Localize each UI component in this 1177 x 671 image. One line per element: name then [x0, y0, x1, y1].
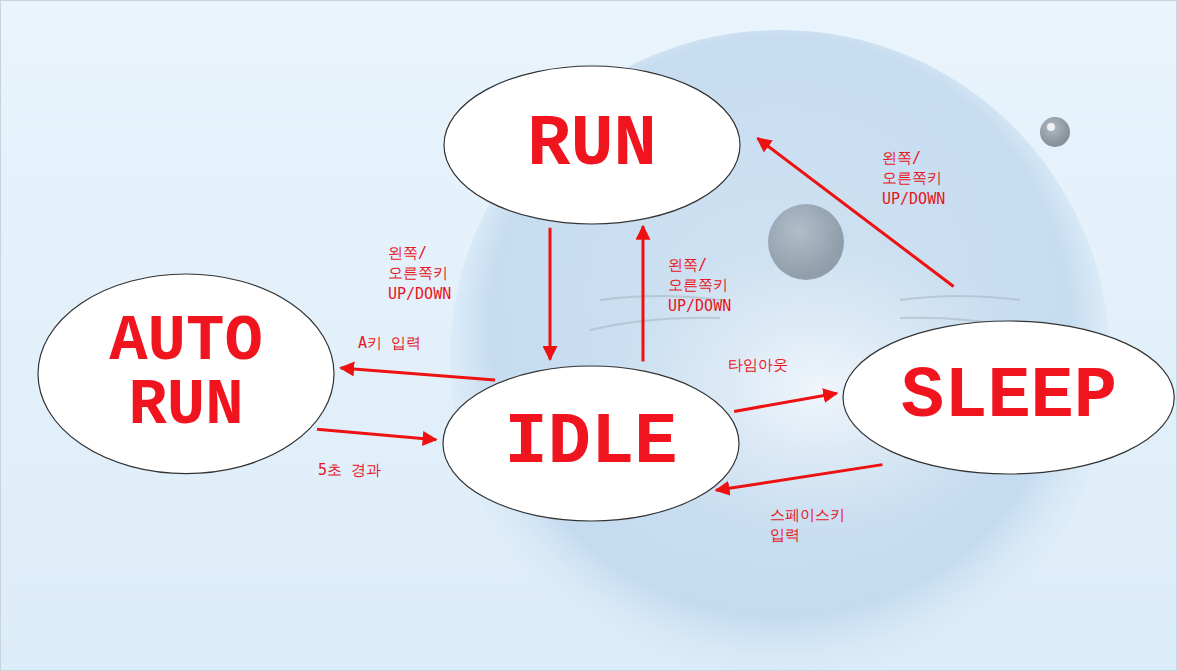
transition-arrow — [549, 228, 552, 360]
transition-label: 왼쪽/오른쪽키 UP/DOWN — [668, 255, 731, 316]
state-name: RUN — [527, 109, 657, 181]
state-name: SLEEP — [901, 361, 1117, 433]
state-name: IDLE — [505, 407, 678, 479]
state-name: AUTO RUN — [109, 310, 263, 438]
state-ellipse: SLEEP — [842, 320, 1175, 475]
transition-arrow — [758, 138, 954, 286]
transition-label: 타임아웃 — [728, 355, 788, 375]
transition-label: 왼쪽/오른쪽키 UP/DOWN — [388, 243, 451, 304]
transition-label: 스페이스키 입력 — [770, 505, 845, 546]
transition-arrow — [734, 393, 837, 411]
state-ellipse: RUN — [443, 65, 741, 225]
transition-label: 왼쪽/오른쪽키 UP/DOWN — [882, 148, 945, 209]
transition-label: 5초 경과 — [318, 460, 381, 480]
transition-arrow — [716, 465, 882, 491]
state-ellipse: IDLE — [442, 365, 740, 522]
transition-label: A키 입력 — [358, 333, 421, 353]
state-ellipse: AUTO RUN — [37, 273, 335, 475]
transition-arrow — [341, 368, 495, 380]
transition-arrow — [642, 226, 645, 361]
transition-arrow — [317, 429, 436, 439]
